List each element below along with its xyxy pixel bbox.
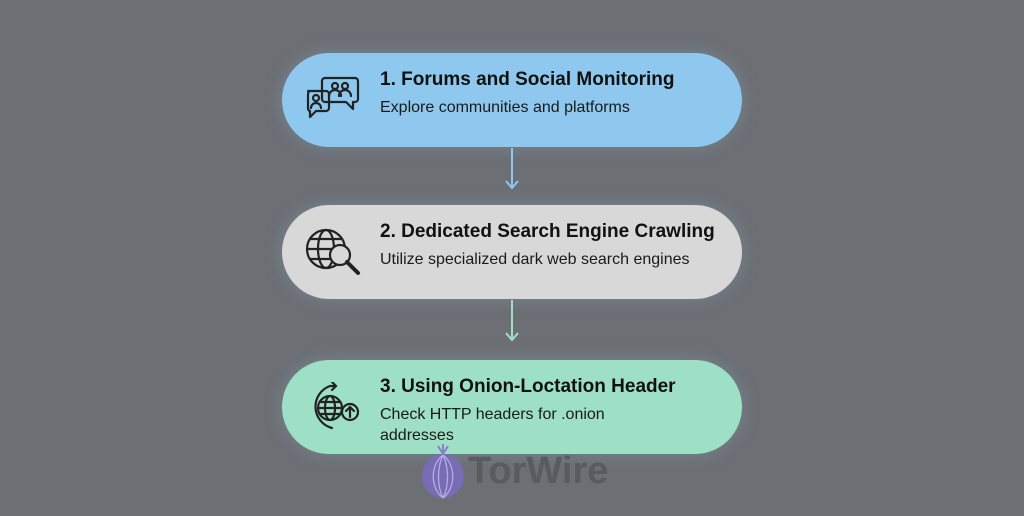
step-title: 3. Using Onion-Loctation Header (380, 376, 676, 397)
step-2-search-engine-crawling: 2. Dedicated Search Engine Crawling Util… (282, 205, 742, 299)
arrow-down-icon (505, 148, 519, 190)
onion-logo-icon (422, 444, 464, 499)
step-description: Utilize specialized dark web search engi… (380, 251, 690, 268)
globe-search-icon (305, 228, 360, 275)
globe-refresh-upload-icon (314, 382, 360, 430)
step-3-onion-location-header: 3. Using Onion-Loctation Header Check HT… (282, 360, 742, 454)
step-1-forums-social-monitoring: 1. Forums and Social Monitoring Explore … (282, 53, 742, 147)
step-title: 1. Forums and Social Monitoring (380, 69, 675, 90)
watermark-text: TorWire (468, 450, 609, 492)
step-title: 2. Dedicated Search Engine Crawling (380, 221, 715, 242)
step-description: Check HTTP headers for .onion addresses (380, 406, 605, 444)
step-description: Explore communities and platforms (380, 99, 630, 116)
chat-users-icon (306, 76, 360, 119)
arrow-down-icon (505, 300, 519, 342)
